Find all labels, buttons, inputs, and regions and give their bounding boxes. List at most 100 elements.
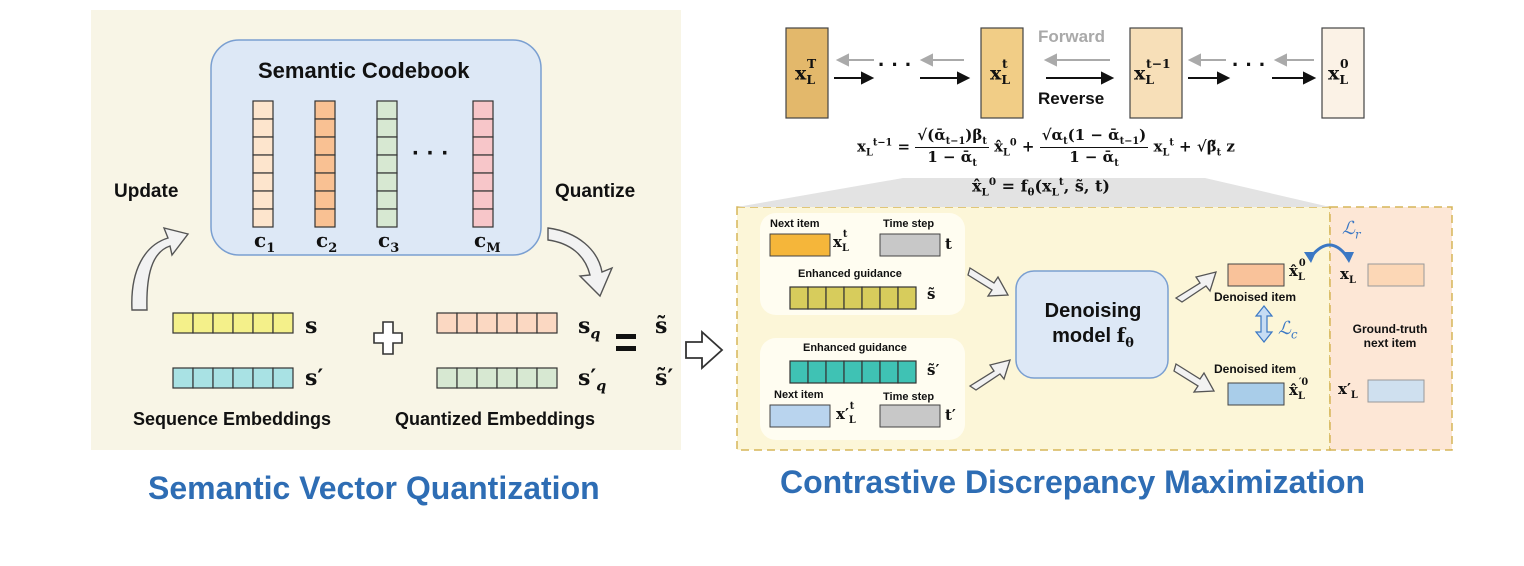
contrastive-arrow [1254,305,1274,343]
codebook-column-cM-cell [472,190,494,210]
denoised-item-bar-2 [1227,382,1285,406]
ground-truth-bar-2 [1367,379,1425,403]
codebook-column-c3-cell [376,118,398,138]
enhanced-guidance-label-1: Enhanced guidance [798,268,902,280]
right-title: Contrastive Discrepancy Maximization [780,464,1366,500]
time-step-label-2: Time step [883,391,935,403]
enhanced-guidance-label-2: Enhanced guidance [803,342,907,354]
guidance-s-tilde-cell [825,286,845,310]
ground-truth-area [1329,206,1453,451]
quantize-label: Quantize [555,181,636,202]
codebook-column-c2-cell [314,100,336,120]
codebook-column-c2-cell [314,172,336,192]
guidance-s-tilde-prime-cell [843,360,863,384]
sequence-embeddings-label: Sequence Embeddings [133,409,332,429]
quantized-embedding-sq-cell [496,312,518,334]
code-label-3: c3 [378,228,400,256]
x0-hat-prime-label: x̂L′0 [1289,377,1309,402]
loss-c-label: ℒc [1278,318,1298,342]
guidance-s-tilde-prime-cell [789,360,809,384]
time-step-bar [879,233,941,257]
loss-r-label: ℒr [1342,218,1361,242]
codebook-column-cM-cell [472,136,494,156]
formula-funnel [737,178,1330,207]
xt-box [980,27,1024,119]
quantized-embedding-sq-cell [456,312,478,334]
x0-label: xL0 [1328,56,1349,88]
codebook-dots: · · · [412,140,450,167]
transfer-arrow [685,329,724,371]
guidance-s-tilde-prime-cell [825,360,845,384]
chain-dots-2: · · · [1232,52,1267,77]
x0-hat-label: x̂L0 [1289,258,1306,283]
codebook-column-c3-cell [376,136,398,156]
t-input-label: t [945,235,952,253]
quantized-embedding-sq-cell [516,312,538,334]
guidance-s-tilde-prime-cell [897,360,917,384]
guidance-s-tilde-cell [843,286,863,310]
quantized-embedding-sq-prime-cell [516,367,538,389]
xL-ground-truth-label: xL [1340,265,1356,286]
sqp-label: s′q [578,365,607,395]
quantize-arrow [547,227,614,298]
time-step-bar-2 [879,404,941,428]
tprime-input-label: t′ [945,406,956,424]
quantized-embeddings-label: Quantized Embeddings [395,409,596,429]
codebook-column-cM-cell [472,100,494,120]
codebook-column-c3-cell [376,208,398,228]
codebook-column-cM-cell [472,172,494,192]
codebook-column-c1-cell [252,154,274,174]
codebook-column-c3-cell [376,190,398,210]
codebook-column-cM-cell [472,208,494,228]
sequence-embedding-s-prime-cell [232,367,254,389]
sequence-embedding-s-cell [252,312,274,334]
xt-input-label: xLt [833,229,849,254]
sequence-embedding-s-cell [192,312,214,334]
next-item-label-2: Next item [774,389,824,401]
quantized-embedding-sq-prime-cell [536,367,558,389]
code-label-2: c2 [316,228,338,256]
xpt-input-label: x′Lt [836,401,856,426]
xt1-label: xLt−1 [1134,56,1171,88]
time-step-label-1: Time step [883,218,935,230]
codebook-column-c2-cell [314,154,336,174]
sequence-embedding-s-prime-cell [172,367,194,389]
update-arrow [131,226,190,311]
xt1-box [1129,27,1183,119]
codebook-column-c1-cell [252,172,274,192]
guidance-s-tilde-cell [897,286,917,310]
chain-dots-1: · · · [878,52,913,77]
codebook-column-c3-cell [376,154,398,174]
denoising-model-box [1015,270,1169,379]
codebook-column-c2-cell [314,136,336,156]
code-label-M: cM [474,228,501,256]
codebook-column-c2-cell [314,190,336,210]
denoised-item-bar-1 [1227,263,1285,287]
xT-box [785,27,829,119]
quantized-embedding-sq-cell [536,312,558,334]
reverse-label: Reverse [1038,89,1105,108]
codebook-column-c2-cell [314,118,336,138]
update-label: Update [114,181,179,202]
denoised-item-label-1: Denoised item [1214,290,1297,304]
s-label: s [305,313,318,339]
quantized-embedding-sq-prime-cell [436,367,458,389]
quantized-embedding-sq-cell [476,312,498,334]
sequence-embedding-s-cell [272,312,294,334]
next-item-bar [769,233,831,257]
sequence-embedding-s-prime-cell [212,367,234,389]
codebook-column-c3-cell [376,100,398,120]
sequence-embedding-s-prime-cell [252,367,274,389]
codebook-column-cM-cell [472,154,494,174]
guidance-s-tilde-prime-cell [879,360,899,384]
codebook-column-c1-cell [252,190,274,210]
quantized-embedding-sq-prime-cell [476,367,498,389]
forward-label: Forward [1038,27,1106,46]
guidance-s-tilde-cell [807,286,827,310]
guidance-s-tilde-prime-cell [861,360,881,384]
s-tilde-input-label: s̃ [927,285,936,303]
